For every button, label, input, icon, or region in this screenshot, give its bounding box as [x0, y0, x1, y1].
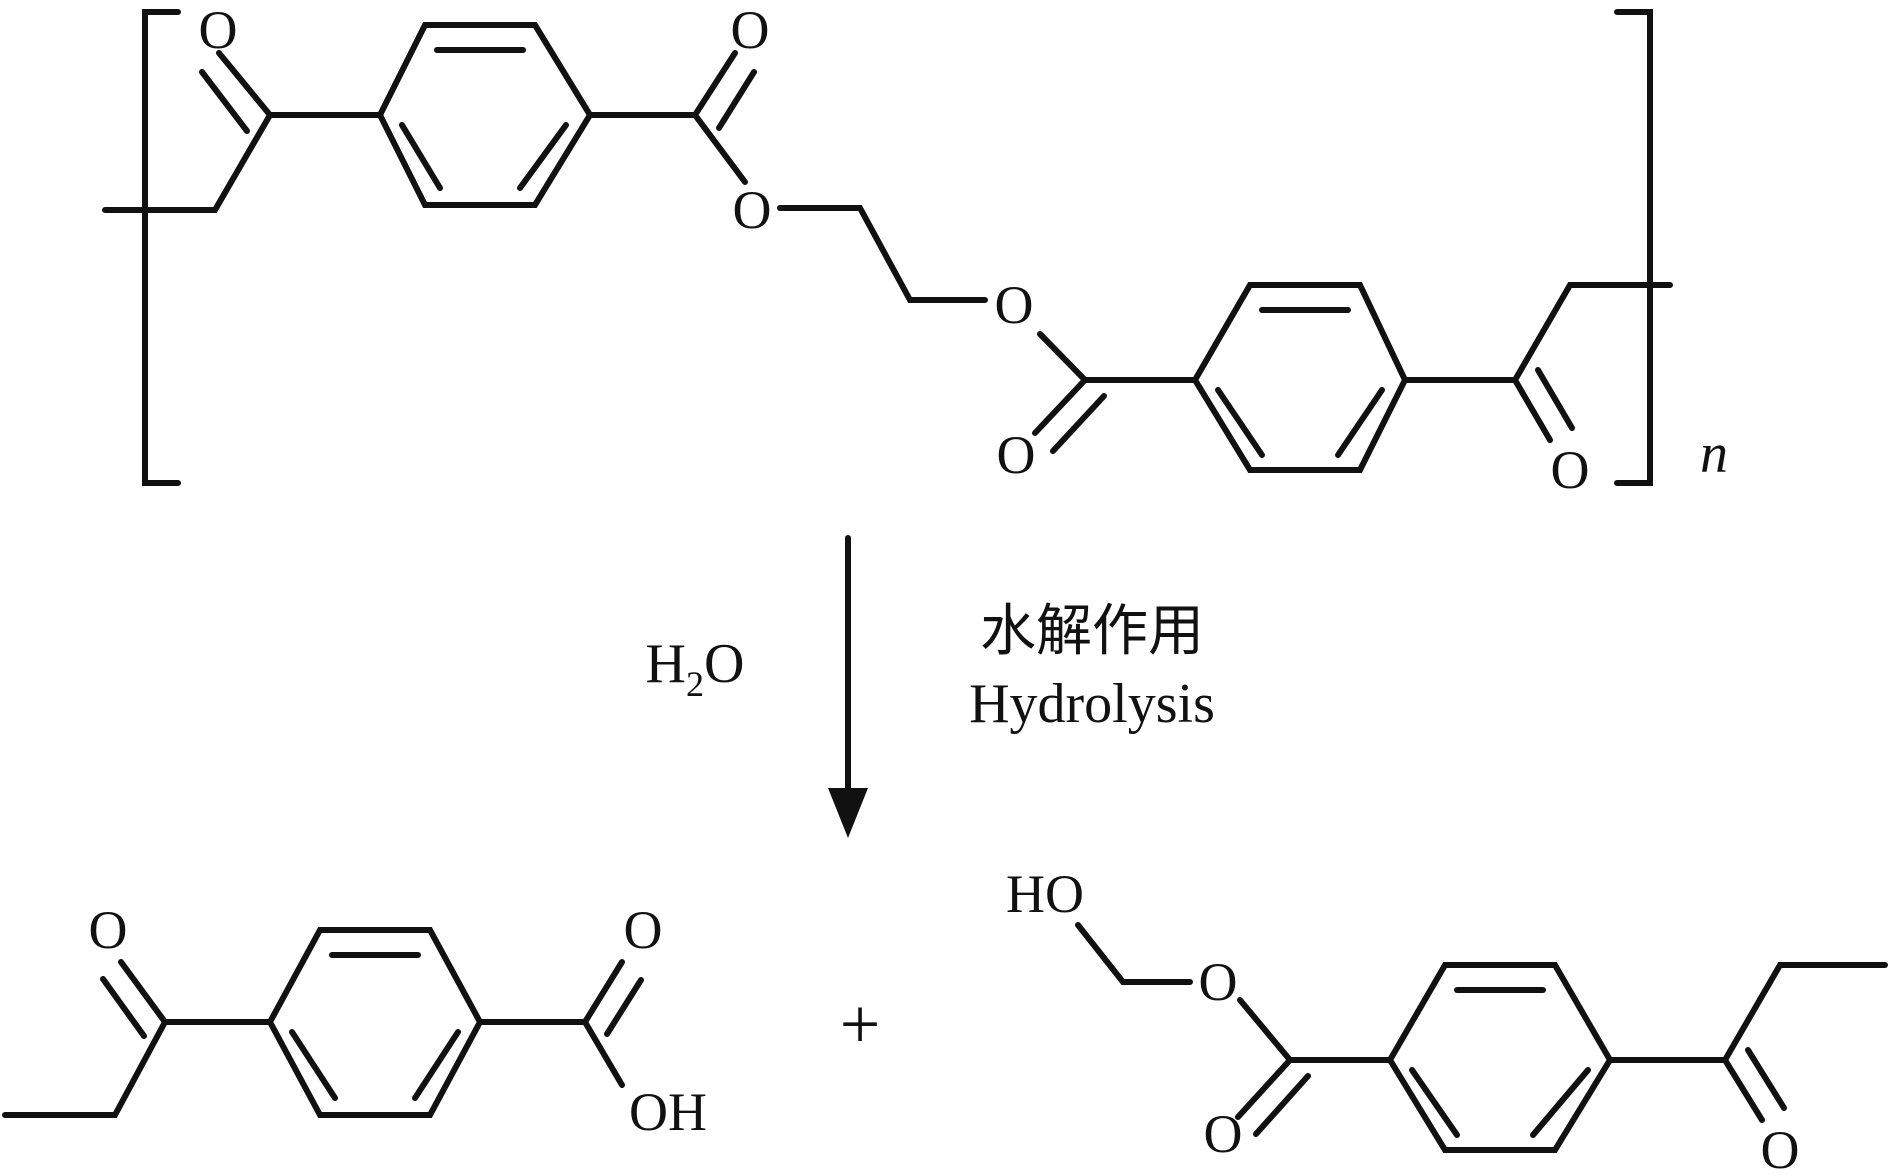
product-1-structure: O O OH: [2, 900, 707, 1142]
product-1-benzene-ring: [266, 927, 484, 1118]
ethylene-bridge: [777, 205, 988, 303]
carbonyl-4-bond-a: [1512, 377, 1553, 443]
product-2-atom-o-3: O: [1761, 1120, 1800, 1176]
product-2-ring-inner-c: [1530, 1067, 1591, 1138]
polymer-structure: O O O O O O n: [102, 0, 1728, 500]
product-1-acid-bond: [477, 1019, 625, 1088]
product-2-benzene-ring: [1386, 962, 1614, 1153]
bracket-right: [1614, 9, 1653, 486]
product-2-carbonyl-a: [1235, 1057, 1293, 1120]
reaction-arrow-group: H2O 水解作用 Hydrolysis: [646, 535, 1215, 838]
benzene-ring-1: [376, 22, 594, 208]
product-2-ketone-b: [1745, 1047, 1787, 1111]
ester-2-bond: [1037, 331, 1198, 383]
reagent-water: H2O: [646, 633, 745, 704]
product-1-carbonyl-a: [118, 959, 168, 1025]
bracket-left: [142, 9, 181, 486]
product-1-carbonyl-b: [100, 976, 147, 1039]
reaction-label-cn: 水解作用: [980, 601, 1204, 663]
polymer-atom-o-6: O: [1551, 440, 1590, 500]
carbonyl-1-bond-a: [216, 50, 273, 118]
product-2-structure: HO O O O: [1006, 864, 1888, 1176]
product-1-acid-carbonyl-b: [604, 977, 644, 1037]
polymer-atom-o-3: O: [733, 180, 772, 240]
chain-left-end: [102, 112, 383, 213]
product-1-atom-o-2: O: [624, 900, 663, 960]
polymer-atom-o-4: O: [995, 275, 1034, 335]
polymer-atom-o-2: O: [731, 0, 770, 60]
carbonyl-3-bond-a: [1032, 377, 1088, 436]
plus-sign: +: [840, 984, 881, 1064]
product-2-ring-inner-b: [1409, 1067, 1460, 1138]
product-2-ester-bond: [1237, 997, 1393, 1063]
carbonyl-2-bond-b: [716, 69, 757, 131]
chain-right-end: [1402, 282, 1673, 383]
ring-2-inner-b: [1215, 387, 1265, 458]
ring-1-inner-c: [517, 122, 569, 191]
product-1-ring-inner-b: [289, 1029, 338, 1101]
ring-1-inner-b: [399, 122, 443, 191]
ring-2-inner-c: [1335, 387, 1385, 458]
product-1-acid-carbonyl-a: [582, 959, 625, 1025]
product-2-hydroxy-chain: [1075, 922, 1193, 985]
product-2-atom-o-1: O: [1199, 952, 1238, 1012]
benzene-ring-2: [1191, 282, 1409, 473]
repeat-subscript-n: n: [1700, 423, 1728, 485]
reaction-label-en: Hydrolysis: [969, 673, 1215, 735]
product-2-atom-o-2: O: [1204, 1104, 1243, 1164]
polymer-atom-o-1: O: [199, 0, 238, 60]
product-2-ketone-a: [1722, 1057, 1765, 1123]
carbonyl-4-bond-b: [1535, 367, 1575, 431]
product-1-atom-o-1: O: [89, 900, 128, 960]
reaction-arrow-head: [828, 788, 868, 838]
product-2-carbonyl-b: [1253, 1073, 1311, 1137]
carbonyl-3-bond-b: [1050, 393, 1107, 454]
carbonyl-1-bond-b: [199, 69, 250, 134]
product-2-atom-ho: HO: [1006, 864, 1084, 924]
product-2-chain: [1607, 962, 1888, 1063]
polymer-atom-o-5: O: [997, 425, 1036, 485]
product-1-chain: [2, 1019, 273, 1118]
product-1-ring-inner-c: [412, 1029, 461, 1101]
carbonyl-2-bond-a: [692, 50, 738, 118]
product-1-atom-oh: OH: [629, 1082, 707, 1142]
